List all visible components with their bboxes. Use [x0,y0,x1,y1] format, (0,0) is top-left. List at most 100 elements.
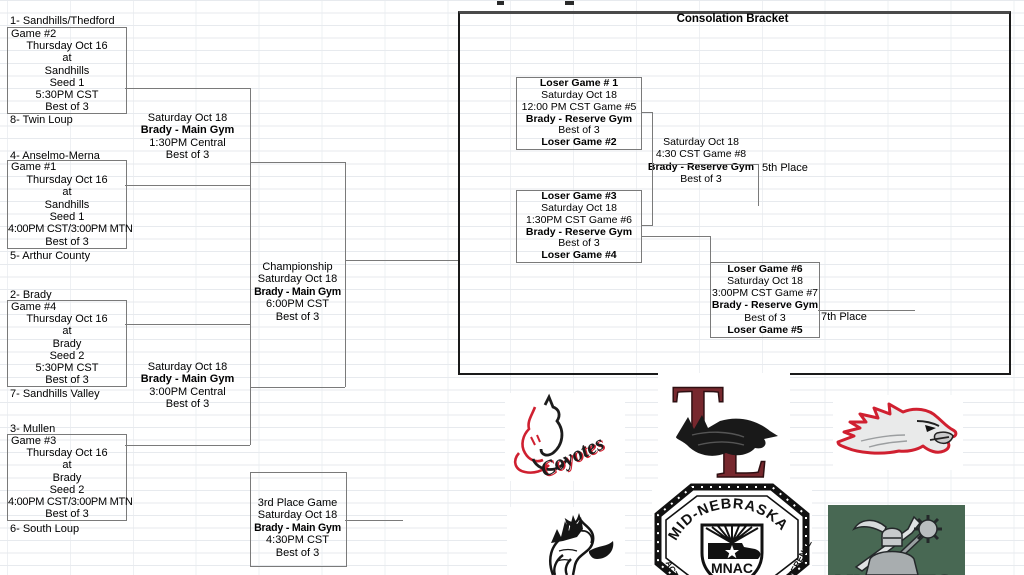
seed-label-twin-loup: 8- Twin Loup [10,114,73,126]
game-detail: Saturday Oct 18 [727,274,803,287]
game-detail: Loser Game #5 [727,323,803,336]
bracket-connector [710,236,711,262]
bracket-connector [125,185,250,186]
clipped-text-fragment [565,1,574,5]
game-detail: Seed 2 [49,349,85,362]
championship-info: Championship Saturday Oct 18 Brady - Mai… [251,261,344,323]
game-detail: Saturday Oct 18 [257,509,338,522]
game-detail: 12:00 PM CST Game #5 [521,100,637,113]
champion-line [345,260,458,261]
game-detail: Loser Game #6 [727,262,803,275]
game-detail: Best of 3 [275,546,320,559]
consolation-game5-box: Loser Game # 1 Saturday Oct 18 12:00 PM … [516,77,642,150]
game-detail: Sandhills [44,198,90,211]
game-detail: 3:00PM Central [149,385,226,398]
consolation-game6-box: Loser Game #3 Saturday Oct 18 1:30PM CST… [516,190,642,263]
game-detail: Best of 3 [744,311,786,324]
mnac-shield-text: MNAC [711,560,753,575]
game4-box: Game #4 Thursday Oct 16 at Brady Seed 2 … [7,300,127,387]
game-detail: Seed 1 [49,210,85,223]
bracket-connector [758,164,759,206]
game-detail: Saturday Oct 18 [147,112,228,124]
game-detail: Thursday Oct 16 [26,447,108,460]
bracket-connector [652,112,653,225]
semifinal1-info: Saturday Oct 18 Brady - Main Gym 1:30PM … [127,112,248,162]
game-detail: at [62,186,72,199]
game-detail: Sandhills [44,64,90,77]
knights-wordmark: KNIGHTS [834,571,954,575]
game-detail: 4:00PM CST/3:00PM MTN [8,495,133,508]
bracket-connector [641,225,653,226]
mustangs-logo [507,507,625,575]
game-detail: at [62,325,72,338]
game-detail: Brady [52,337,82,350]
game-detail: 5:30PM CST [35,361,99,374]
game-detail: at [62,52,72,65]
seed-label-mullen: 3- Mullen [10,423,56,435]
seventh-place-line [818,310,915,311]
bracket-connector [125,324,250,325]
game-detail: 1:30PM Central [149,136,226,149]
bracket-connector [345,162,346,387]
seed-label-south-loup: 6- South Loup [10,523,80,535]
consolation-title: Consolation Bracket [676,13,789,25]
game-detail: Saturday Oct 18 [541,202,617,214]
semifinal2-info: Saturday Oct 18 Brady - Main Gym 3:00PM … [127,361,248,411]
game3-box: Game #3 Thursday Oct 16 at Brady Seed 2 … [7,434,133,521]
game-detail: Brady - Main Gym [254,521,341,534]
game-detail: at [62,459,72,472]
horse-icon [549,513,614,575]
knights-logo: KNIGHTS [828,505,965,575]
coyotes-wordmark: Coyotes [536,431,607,481]
bracket-connector [125,445,250,446]
bracket-connector [125,88,250,89]
seventh-place-label: 7th Place [821,311,867,323]
seed-label-sandhills-thedford: 1- Sandhills/Thedford [10,15,115,27]
game-detail: Loser Game #3 [541,190,617,203]
game-detail: Best of 3 [45,373,89,386]
game-detail: Loser Game #4 [541,249,617,262]
game-detail: 6:00PM CST [266,298,329,311]
coyotes-logo: Coyotes Coyotes [505,393,625,481]
game-detail: Best of 3 [45,235,89,248]
game-detail: Best of 3 [165,398,210,411]
clipped-text-fragment [497,1,504,5]
bracket-connector [641,112,653,113]
game-detail: Saturday Oct 18 [147,361,228,373]
game-detail: Best of 3 [680,173,722,186]
fifth-place-label: 5th Place [762,162,808,174]
game-detail: Best of 3 [558,237,600,250]
seed-label-arthur-county: 5- Arthur County [10,250,91,262]
bracket-connector [641,236,711,237]
game-detail: Saturday Oct 18 [541,89,617,101]
consolation-game8-info: Saturday Oct 18 4:30 CST Game #8 Brady -… [643,136,759,186]
game-detail: Brady - Reserve Gym [647,160,755,173]
game-detail: Best of 3 [165,149,210,162]
game-detail: 4:30 CST Game #8 [655,148,747,161]
tl-wolf-icon: T L [671,373,778,485]
game-detail: Brady - Reserve Gym [525,225,633,238]
fifth-place-line [652,164,758,165]
consolation-game7-box: Loser Game #6 Saturday Oct 18 3:00PM CST… [710,262,820,338]
game-title: Game #3 [11,435,57,448]
seed-label-anselmo-merna: 4- Anselmo-Merna [10,150,100,162]
game-detail: 1:30PM CST Game #6 [525,213,633,226]
game-detail: Brady - Main Gym [140,124,235,137]
eagle-head-icon [836,402,958,455]
third-place-box [250,472,347,567]
game-detail: 3:00PM CST Game #7 [711,287,819,300]
twin-loup-wolves-logo: T L [658,373,790,485]
game-detail: 5:30PM CST [35,88,99,101]
game-detail: Brady - Main Gym [140,373,235,386]
game1-box: Game #1 Thursday Oct 16 at Sandhills See… [7,160,133,249]
game-detail: Best of 3 [45,507,89,520]
game-title: Game #4 [11,301,57,314]
mnac-seal-icon: MID-NEBRASKA ACTIVITIES CONFERENCE MNAC [654,483,812,575]
game-detail: Brady - Main Gym [254,285,341,298]
game-detail: Brady - Reserve Gym [525,112,633,125]
game-detail: 4:30PM CST [266,534,329,547]
mnac-logo: MID-NEBRASKA ACTIVITIES CONFERENCE MNAC [652,481,812,575]
game-detail: Loser Game # 1 [539,77,619,90]
game-title: Game #1 [11,161,57,174]
game-detail: 3rd Place Game [257,497,338,509]
